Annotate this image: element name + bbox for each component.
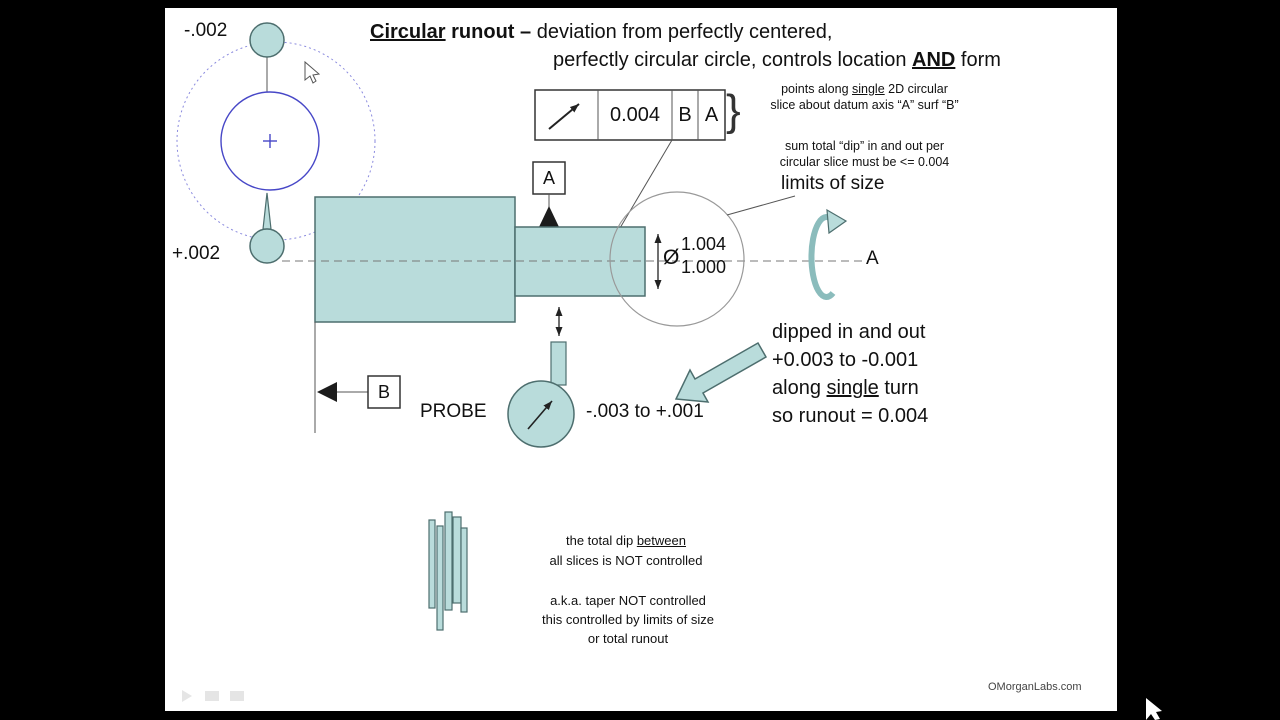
note1-single: single — [852, 82, 885, 96]
note-sum-dip: sum total “dip” in and out per circular … — [752, 138, 977, 170]
rotation-direction-arrow-icon — [808, 214, 836, 300]
note1-pre: points along — [781, 82, 852, 96]
title-line2-post: form — [955, 49, 1001, 71]
note1-line2: slice about datum axis “A” surf “B” — [770, 98, 959, 112]
dip-note-block: dipped in and out +0.003 to -0.001 along… — [772, 318, 928, 430]
fcf-tolerance-value: 0.004 — [609, 103, 661, 126]
probe-range-label: -.003 to +.001 — [586, 401, 704, 422]
note1-post: 2D circular — [884, 82, 948, 96]
probe-ball-top — [249, 22, 285, 58]
probe-label: PROBE — [420, 401, 487, 422]
slide-title-line2: perfectly circular circle, controls loca… — [553, 49, 1001, 72]
slices-note-pre: the total dip — [566, 533, 637, 548]
limit-dimension: 1.004 1.000 — [681, 233, 726, 279]
note-2d-slice: points along single 2D circular slice ab… — [752, 81, 977, 113]
player-control-ghost-icon[interactable] — [205, 691, 219, 701]
fcf-leader-line — [619, 139, 673, 229]
slices-note-line4: this controlled by limits of size — [542, 612, 714, 627]
slices-note-line5: or total runout — [587, 631, 669, 646]
limits-of-size-balloon — [609, 191, 745, 327]
slices-note-line2: all slices is NOT controlled — [549, 553, 703, 568]
probe-needle-icon — [527, 400, 553, 430]
probe-stem — [550, 341, 567, 386]
dimension-lower-limit: 1.000 — [681, 257, 727, 277]
slice-bar-5 — [460, 527, 468, 613]
title-line2-pre: perfectly circular circle, controls loca… — [553, 49, 913, 71]
datum-a-triangle-icon — [539, 206, 559, 227]
part-body-block — [314, 196, 516, 323]
slice-bar-1 — [428, 519, 436, 609]
note2-line2: circular slice must be <= 0.004 — [779, 155, 950, 169]
probe-ball-bottom — [249, 228, 285, 264]
diameter-symbol: Ø — [663, 246, 680, 269]
probe-tip-wedge — [262, 192, 272, 230]
rotation-arrowhead-icon — [826, 208, 848, 235]
fcf-datum-2: A — [704, 103, 719, 126]
slices-note-between: between — [636, 533, 686, 548]
datum-b-box — [367, 375, 401, 409]
slide-title-line1: Circular runout – deviation from perfect… — [370, 21, 832, 44]
datum-b-label: B — [377, 381, 390, 402]
deviation-minus-label: -.002 — [184, 20, 228, 41]
dip-note-line1: dipped in and out — [772, 321, 926, 343]
actual-circle — [220, 91, 320, 191]
title-rest: deviation from perfectly centered, — [531, 21, 833, 43]
limits-leader-line — [726, 195, 796, 216]
datum-a-box — [532, 161, 566, 195]
note2-line1: sum total “dip” in and out per — [784, 139, 945, 153]
circular-runout-symbol-icon — [548, 103, 580, 130]
datum-a-label: A — [542, 167, 555, 188]
watermark: OMorganLabs.com — [988, 681, 1082, 693]
slices-note-bottom: a.k.a. taper NOT controlled this control… — [508, 591, 748, 648]
fcf-brace: } — [726, 86, 741, 135]
dip-note-line4: so runout = 0.004 — [772, 405, 929, 427]
dip-note-line2: +0.003 to -0.001 — [772, 349, 919, 371]
limits-of-size-label: limits of size — [781, 173, 885, 194]
slice-bar-2 — [436, 525, 444, 631]
fcf-datum-1: B — [678, 103, 692, 126]
mouse-cursor-icon — [304, 60, 321, 84]
white-cursor-icon — [1146, 698, 1162, 720]
player-control-ghost-icon[interactable] — [230, 691, 244, 701]
slices-note-line3: a.k.a. taper NOT controlled — [550, 593, 706, 608]
axis-a-label: A — [866, 248, 879, 269]
dip-note-line3-post: turn — [878, 377, 919, 399]
dip-note-line3-pre: along — [772, 377, 827, 399]
title-word-runout: runout – — [445, 21, 532, 43]
slices-note-top: the total dip between all slices is NOT … — [516, 531, 736, 571]
slice-bar-4 — [452, 516, 462, 604]
dimension-upper-limit: 1.004 — [681, 234, 727, 254]
datum-b-triangle-icon — [317, 382, 337, 402]
title-word-and: AND — [912, 49, 956, 71]
dip-note-single: single — [826, 377, 879, 399]
play-button-ghost-icon[interactable] — [182, 690, 192, 702]
slice-bar-3 — [444, 511, 453, 611]
title-word-circular: Circular — [370, 21, 446, 43]
deviation-plus-label: +.002 — [172, 243, 221, 264]
dip-callout-arrow-icon — [674, 341, 768, 403]
